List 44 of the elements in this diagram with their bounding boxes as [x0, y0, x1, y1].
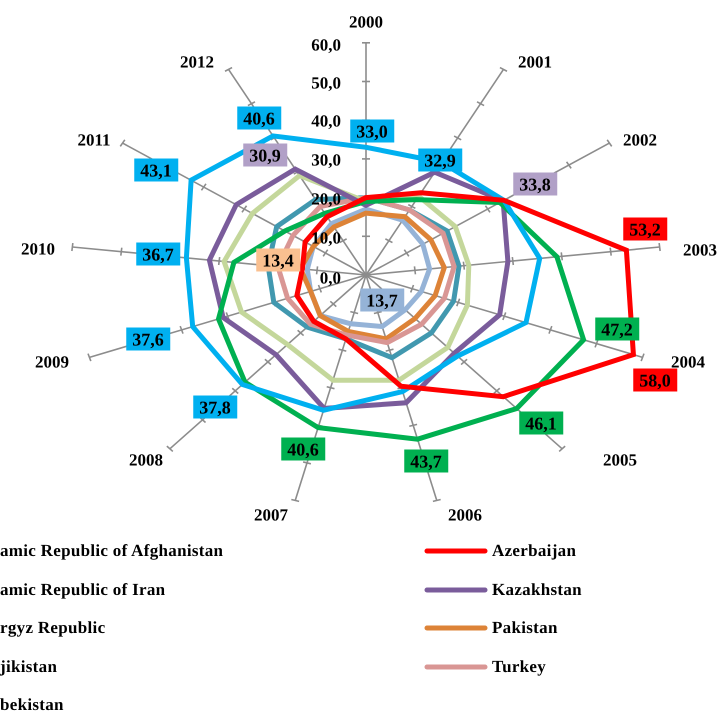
axis-label: 2007 [254, 506, 288, 524]
data-label: 32,9 [418, 148, 462, 172]
axis-label: 2001 [518, 54, 552, 70]
data-label: 58,0 [633, 368, 677, 392]
tick-label: 60,0 [311, 36, 341, 54]
data-label: 13,4 [256, 248, 300, 272]
data-label: 36,7 [136, 242, 180, 266]
legend-label: Azerbaijan [492, 542, 576, 559]
data-label: 40,6 [237, 106, 281, 130]
legend-label: rgyz Republic [0, 619, 106, 636]
tick-label: 50,0 [311, 74, 341, 92]
legend-label: Kazakhstan [492, 580, 582, 598]
data-label: 13,7 [360, 288, 404, 312]
legend-label: amic Republic of Iran [0, 580, 166, 598]
data-label: 40,6 [281, 438, 325, 460]
legend-label: jikistan [0, 658, 58, 674]
axis-label: 2009 [35, 354, 69, 370]
axis-label: 2005 [603, 452, 637, 468]
tick-label: 30,0 [311, 152, 341, 168]
axis-label: 2010 [21, 240, 55, 258]
data-label: 33,8 [513, 172, 557, 196]
axis-label: 2006 [448, 506, 482, 524]
legend-label: bekistan [0, 696, 64, 713]
axis-label: 2011 [77, 132, 111, 148]
data-label: 30,9 [243, 144, 287, 166]
data-label: 37,8 [193, 396, 237, 418]
data-label: 33,0 [350, 120, 394, 142]
tick-label: 40,0 [311, 112, 341, 130]
legend-label: amic Republic of Afghanistan [0, 542, 224, 559]
data-label: 53,2 [623, 218, 667, 240]
tick-label: 0,0 [320, 270, 341, 286]
data-label: 43,1 [134, 158, 178, 182]
legend-label: Turkey [492, 658, 546, 674]
data-label: 43,7 [404, 450, 448, 472]
axis-label: 2008 [129, 452, 163, 468]
legend-label: Pakistan [492, 619, 558, 636]
axis-label: 2002 [623, 132, 657, 148]
data-label: 47,2 [595, 318, 639, 340]
data-label: 46,1 [519, 412, 563, 434]
axis-label: 2004 [671, 354, 705, 370]
axis-label: 2012 [180, 54, 214, 70]
axis-label: 2000 [349, 14, 383, 30]
axis-label: 2003 [683, 242, 717, 258]
data-label: 37,6 [126, 328, 170, 350]
